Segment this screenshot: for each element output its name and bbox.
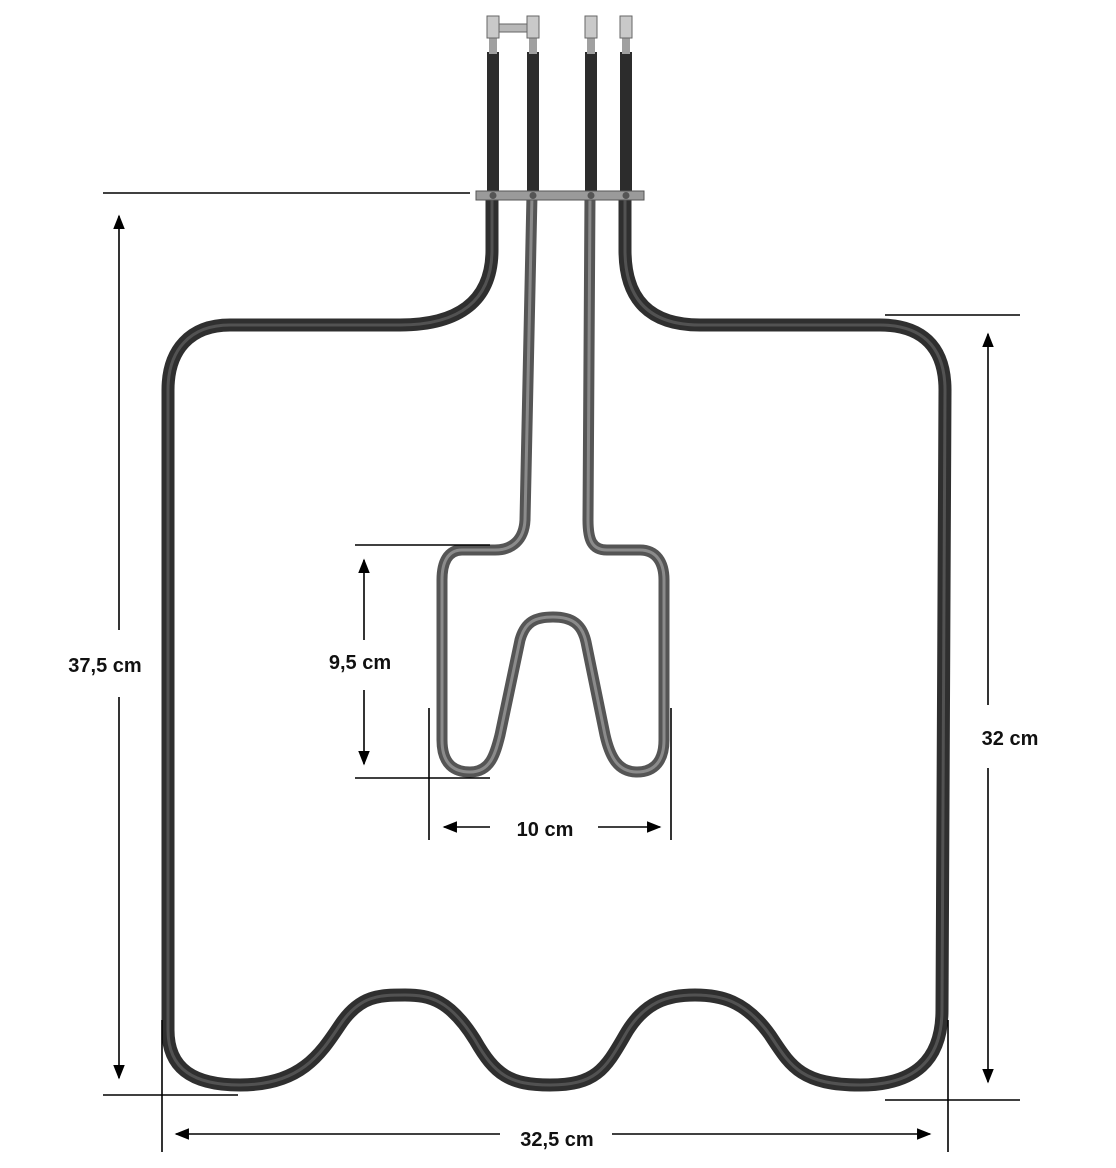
- dimension-inner-loop-height: 9,5 cm: [329, 544, 490, 779]
- overall-width-label: 32,5 cm: [520, 1129, 593, 1151]
- overall-height-label: 37,5 cm: [68, 655, 141, 677]
- inner-loop-width-label: 10 cm: [517, 819, 574, 841]
- inner-loop-height-label: 9,5 cm: [329, 652, 391, 674]
- terminal-pins: [487, 38, 632, 192]
- dimension-side-height: 32 cm: [885, 314, 1039, 1101]
- mounting-bracket: [475, 190, 645, 201]
- dimension-inner-loop-width: 10 cm: [428, 708, 672, 841]
- side-height-label: 32 cm: [982, 728, 1039, 750]
- dimension-overall-height: 37,5 cm: [68, 192, 470, 1096]
- outer-heating-loop: [161, 188, 952, 1092]
- terminal-connectors: [486, 15, 633, 39]
- inner-heating-loop: [436, 189, 670, 778]
- dimension-overall-width: 32,5 cm: [161, 1020, 949, 1152]
